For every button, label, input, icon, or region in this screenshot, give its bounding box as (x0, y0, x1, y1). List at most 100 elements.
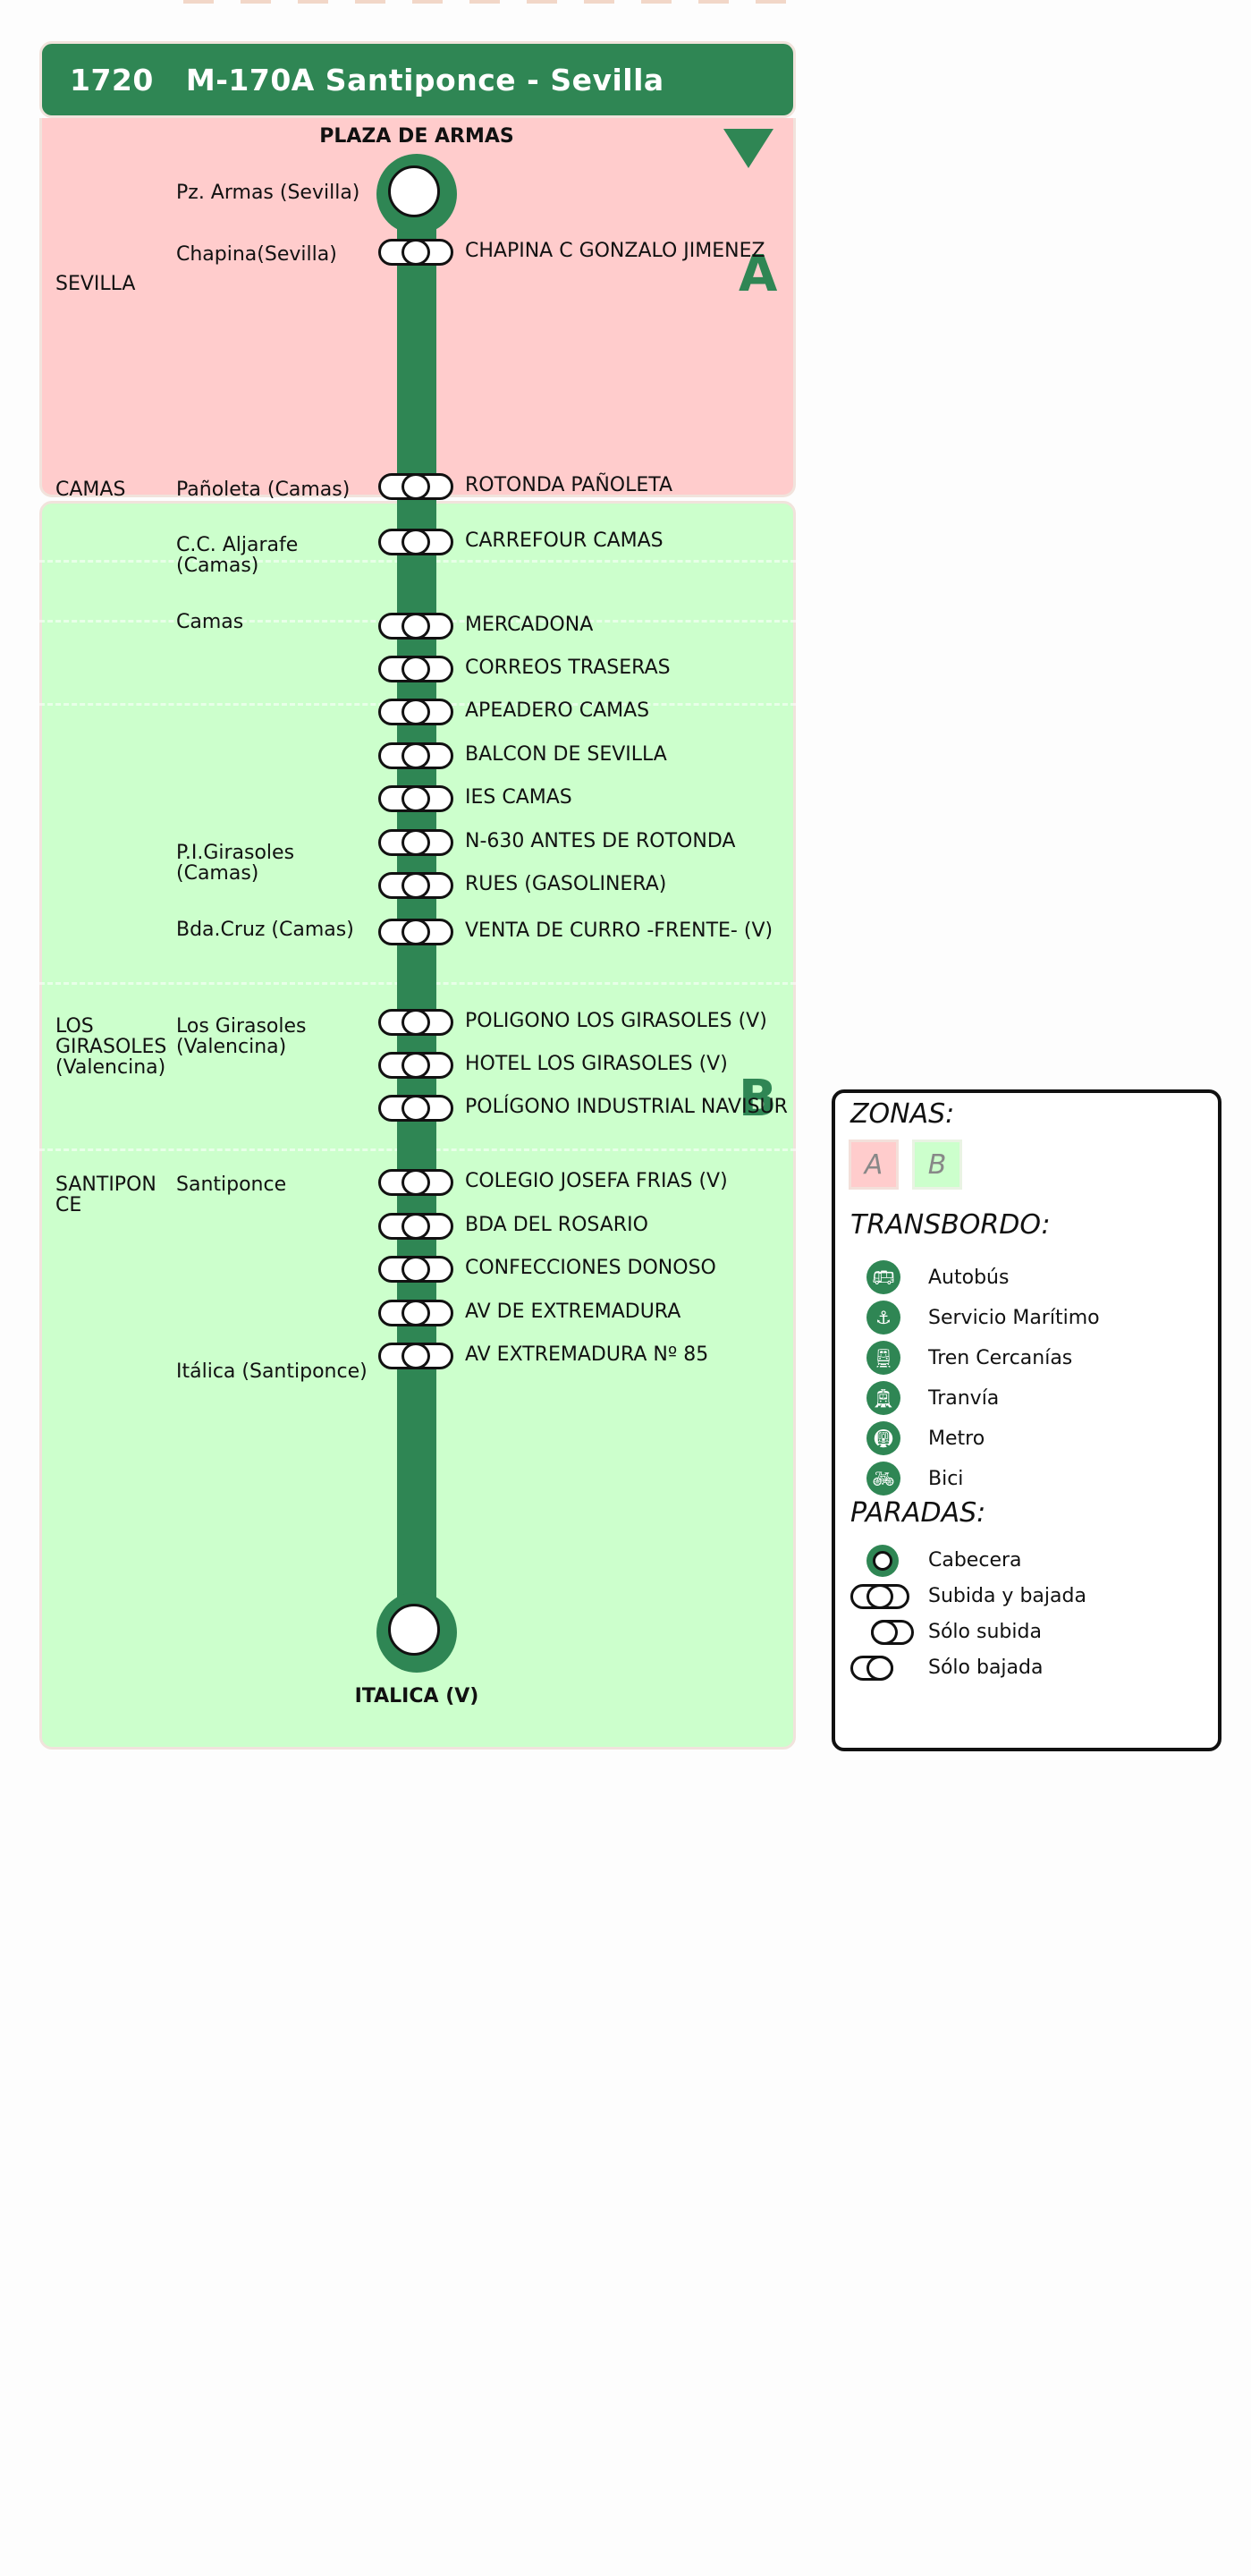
stop-marker-icon (378, 1009, 453, 1036)
municipality-label: SANTIPONCE (55, 1174, 156, 1216)
stop-name: BALCON DE SEVILLA (465, 743, 667, 766)
terminal-stop-icon (866, 1545, 899, 1577)
stop-name: CHAPINA C GONZALO JIMENEZ (465, 240, 765, 262)
stop-name: RUES (GASOLINERA) (465, 873, 667, 895)
legend-transfer-bike: 🚲︎Bici (835, 1461, 1220, 1496)
stop[interactable]: POLIGONO LOS GIRASOLES (V) (39, 1004, 796, 1040)
locality-label: Pz. Armas (Sevilla) (176, 182, 360, 204)
stop-name: AV DE EXTREMADURA (465, 1301, 681, 1323)
stop-marker-icon (378, 473, 453, 500)
start-terminal-icon (376, 154, 457, 234)
stop-marker-icon (378, 919, 453, 945)
stop[interactable]: CARREFOUR CAMAS (39, 524, 796, 560)
legend-label: Cabecera (928, 1549, 1022, 1572)
legend-transfer-bus: 🚌︎ Autobús (835, 1259, 1220, 1295)
locality-label: Santiponce (176, 1174, 287, 1196)
zone-letter-b: B (739, 1070, 777, 1128)
bike-icon: 🚲︎ (866, 1462, 900, 1496)
legend-transfer-train: 🚆︎Tren Cercanías (835, 1340, 1220, 1376)
locality-label: Los Girasoles (Valencina) (176, 1015, 307, 1058)
legend-label: Servicio Marítimo (928, 1307, 1100, 1329)
stop[interactable]: VENTA DE CURRO -FRENTE- (V) (39, 914, 796, 950)
stop-name: CORREOS TRASERAS (465, 657, 671, 679)
stop-name: ROTONDA PAÑOLETA (465, 474, 673, 496)
stop[interactable]: COLEGIO JOSEFA FRIAS (V) (39, 1165, 796, 1200)
alight-only-stop-icon (866, 1656, 893, 1681)
board-only-stop-icon (871, 1620, 898, 1645)
stop[interactable]: MERCADONA (39, 608, 796, 644)
legend-stop-terminal: Cabecera (835, 1542, 1220, 1578)
legend-transfer-ferry: ⚓︎Servicio Marítimo (835, 1300, 1220, 1335)
legend-label: Tranvía (928, 1387, 1000, 1410)
locality-label: Itálica (Santiponce) (176, 1360, 368, 1383)
metro-icon: 🚇︎ (866, 1421, 900, 1455)
stop-name: POLÍGONO INDUSTRIAL NAVISUR (465, 1096, 788, 1118)
stop-marker-icon (378, 656, 453, 682)
locality-label: Camas (176, 611, 244, 633)
legend-stop-board: Sólo subida (835, 1614, 1220, 1649)
locality-label: Chapina(Sevilla) (176, 243, 337, 266)
route-header: 1720 M-170A Santiponce - Sevilla (39, 41, 796, 118)
legend-transfer-tram: 🚊︎ Tranvía (835, 1380, 1220, 1416)
locality-label: Pañoleta (Camas) (176, 479, 351, 501)
bus-icon: 🚌︎ (866, 1260, 900, 1294)
locality-label: C.C. Aljarafe (Camas) (176, 534, 299, 577)
municipality-label: SEVILLA (55, 273, 136, 295)
route-diagram: 1720 M-170A Santiponce - Sevilla PLAZA D… (39, 41, 796, 1750)
legend-label: Metro (928, 1428, 985, 1450)
zone-letter-a: A (739, 245, 778, 303)
stop-marker-icon (378, 1343, 453, 1369)
legend-transfer-title: TRANSBORDO: (850, 1209, 1051, 1241)
stop-marker-icon (378, 1169, 453, 1196)
legend-label: Subida y bajada (928, 1585, 1086, 1607)
stop-marker-icon (378, 785, 453, 812)
top-dashes (183, 0, 800, 4)
route-line (397, 193, 436, 1628)
legend-label: Autobús (928, 1267, 1010, 1289)
stop[interactable]: HOTEL LOS GIRASOLES (V) (39, 1047, 796, 1083)
end-terminal-name: ITALICA (V) (354, 1685, 479, 1707)
stop[interactable]: POLÍGONO INDUSTRIAL NAVISUR (39, 1090, 796, 1126)
locality-label: P.I.Girasoles (Camas) (176, 842, 295, 885)
legend-zone-b: B (912, 1140, 962, 1190)
stop[interactable]: BDA DEL ROSARIO (39, 1208, 796, 1244)
stop-name: CARREFOUR CAMAS (465, 530, 664, 552)
stop[interactable]: AV EXTREMADURA Nº 85 (39, 1338, 796, 1374)
stop-name: COLEGIO JOSEFA FRIAS (V) (465, 1170, 728, 1192)
start-terminal-name: PLAZA DE ARMAS (319, 125, 514, 148)
stop-name: POLIGONO LOS GIRASOLES (V) (465, 1010, 767, 1032)
stop-marker-icon (378, 742, 453, 769)
legend-label: Sólo subida (928, 1621, 1042, 1643)
line-name: M-170A Santiponce - Sevilla (185, 62, 664, 97)
stop[interactable]: RUES (GASOLINERA) (39, 868, 796, 903)
stop[interactable]: CONFECCIONES DONOSO (39, 1251, 796, 1287)
stop-marker-icon (378, 872, 453, 899)
stop[interactable]: ROTONDA PAÑOLETA (39, 469, 796, 504)
stop-marker-icon (378, 1052, 453, 1079)
tram-icon: 🚊︎ (866, 1381, 900, 1415)
line-number: 1720 (70, 62, 154, 97)
stop[interactable]: APEADERO CAMAS (39, 694, 796, 730)
stop[interactable]: IES CAMAS (39, 781, 796, 817)
legend-zones-title: ZONAS: (850, 1098, 955, 1130)
stop-marker-icon (378, 1213, 453, 1240)
stop[interactable]: N-630 ANTES DE ROTONDA (39, 825, 796, 860)
stop-marker-icon (378, 1300, 453, 1326)
stop-marker-icon (378, 613, 453, 640)
stop[interactable]: CORREOS TRASERAS (39, 651, 796, 687)
stop[interactable]: CHAPINA C GONZALO JIMENEZ (39, 234, 796, 270)
stop[interactable]: BALCON DE SEVILLA (39, 738, 796, 774)
legend-label: Sólo bajada (928, 1657, 1044, 1679)
stop-marker-icon (378, 699, 453, 725)
stop[interactable]: AV DE EXTREMADURA (39, 1295, 796, 1331)
stop-name: MERCADONA (465, 614, 594, 636)
stop-marker-icon (378, 1256, 453, 1283)
stop-marker-icon (378, 239, 453, 266)
train-icon: 🚆︎ (866, 1341, 900, 1375)
stop-name: IES CAMAS (465, 786, 572, 809)
municipality-label: CAMAS (55, 479, 126, 501)
legend-stop-both: Subida y bajada (835, 1578, 1220, 1614)
stop-marker-icon (378, 829, 453, 856)
direction-arrow-icon (723, 129, 773, 168)
end-terminal-icon (376, 1592, 457, 1673)
